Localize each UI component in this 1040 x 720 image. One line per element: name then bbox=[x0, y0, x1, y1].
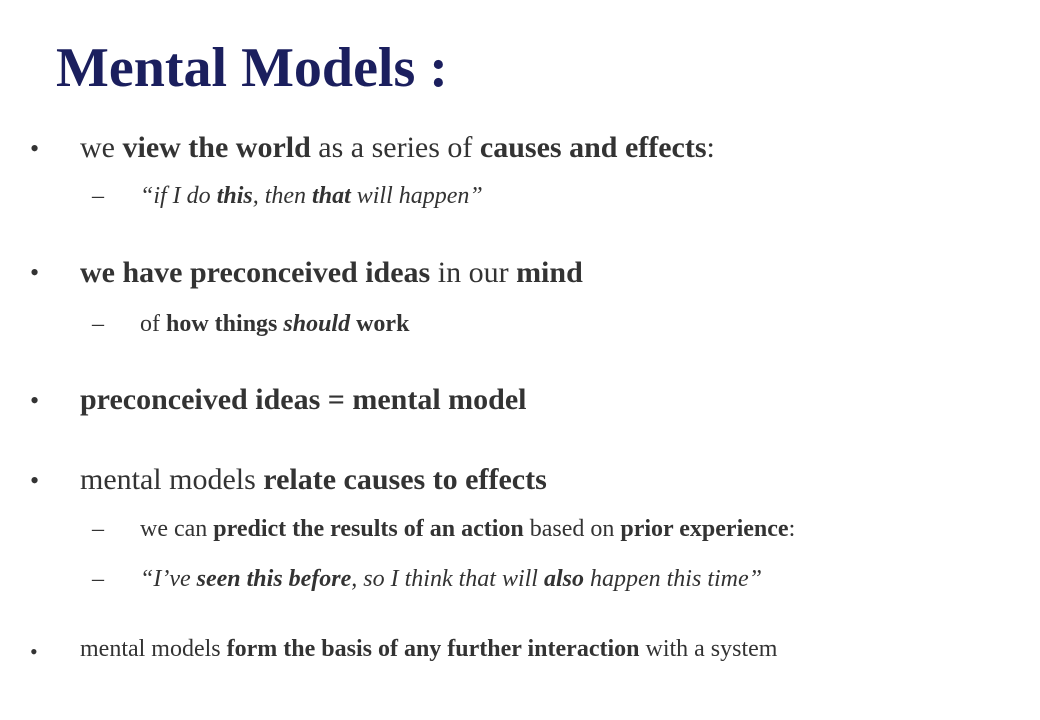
dash-glyph: – bbox=[92, 183, 104, 209]
bullet-glyph: • bbox=[30, 134, 40, 163]
text-run: as a series of bbox=[310, 131, 480, 164]
text-run: that bbox=[312, 183, 351, 209]
bullet-text: mental models relate causes to effects bbox=[80, 463, 547, 498]
text-run: mental models bbox=[80, 463, 264, 496]
text-run: , so I think that will bbox=[351, 566, 544, 592]
bullet-glyph: • bbox=[30, 258, 40, 287]
text-run: happen this time” bbox=[583, 566, 762, 592]
text-run: with a system bbox=[639, 636, 778, 662]
text-run: : bbox=[706, 131, 715, 164]
text-run: relate causes to effects bbox=[263, 463, 547, 496]
text-run: this bbox=[216, 183, 253, 209]
text-run: we have preconceived ideas bbox=[80, 256, 431, 289]
bullet-glyph: • bbox=[30, 466, 40, 495]
bullet-text: preconceived ideas = mental model bbox=[80, 383, 526, 418]
text-run: of bbox=[140, 311, 166, 337]
text-run: prior experience bbox=[620, 516, 789, 542]
dash-glyph: – bbox=[92, 516, 104, 542]
text-run: “I’ve bbox=[140, 566, 197, 592]
text-run: in our bbox=[430, 256, 517, 289]
text-run: should bbox=[283, 311, 351, 337]
text-run: also bbox=[543, 566, 584, 592]
sub-bullet-text: “I’ve seen this before, so I think that … bbox=[140, 566, 762, 594]
dash-glyph: – bbox=[92, 566, 104, 592]
text-run: “if I do bbox=[140, 183, 217, 209]
text-run: work bbox=[350, 311, 410, 337]
text-run: how things bbox=[166, 311, 284, 337]
dash-glyph: – bbox=[92, 311, 104, 337]
slide-title: Mental Models : bbox=[56, 37, 448, 99]
text-run: , then bbox=[252, 183, 313, 209]
bullet-glyph: • bbox=[30, 639, 38, 664]
text-run: we bbox=[80, 131, 123, 164]
sub-bullet-text: of how things should work bbox=[140, 311, 409, 339]
text-run: we can bbox=[140, 516, 214, 542]
bullet-glyph: • bbox=[30, 386, 40, 415]
sub-bullet-text: “if I do this, then that will happen” bbox=[140, 183, 483, 211]
text-run: mental models bbox=[80, 636, 227, 662]
bullet-text: mental models form the basis of any furt… bbox=[80, 636, 777, 664]
text-run: causes and effects bbox=[479, 131, 707, 164]
text-run: mind bbox=[516, 256, 583, 289]
text-run: form the basis of any further interactio… bbox=[226, 636, 640, 662]
text-run: based on bbox=[523, 516, 621, 542]
bullet-text: we have preconceived ideas in our mind bbox=[80, 256, 583, 291]
bullet-text: we view the world as a series of causes … bbox=[80, 131, 715, 166]
text-run: view the world bbox=[122, 131, 311, 164]
text-run: predict the results of an action bbox=[213, 516, 524, 542]
text-run: will happen” bbox=[350, 183, 483, 209]
text-run: : bbox=[788, 516, 796, 542]
sub-bullet-text: we can predict the results of an action … bbox=[140, 516, 795, 544]
text-run: seen this before bbox=[196, 566, 352, 592]
text-run: preconceived ideas = mental model bbox=[80, 383, 527, 416]
